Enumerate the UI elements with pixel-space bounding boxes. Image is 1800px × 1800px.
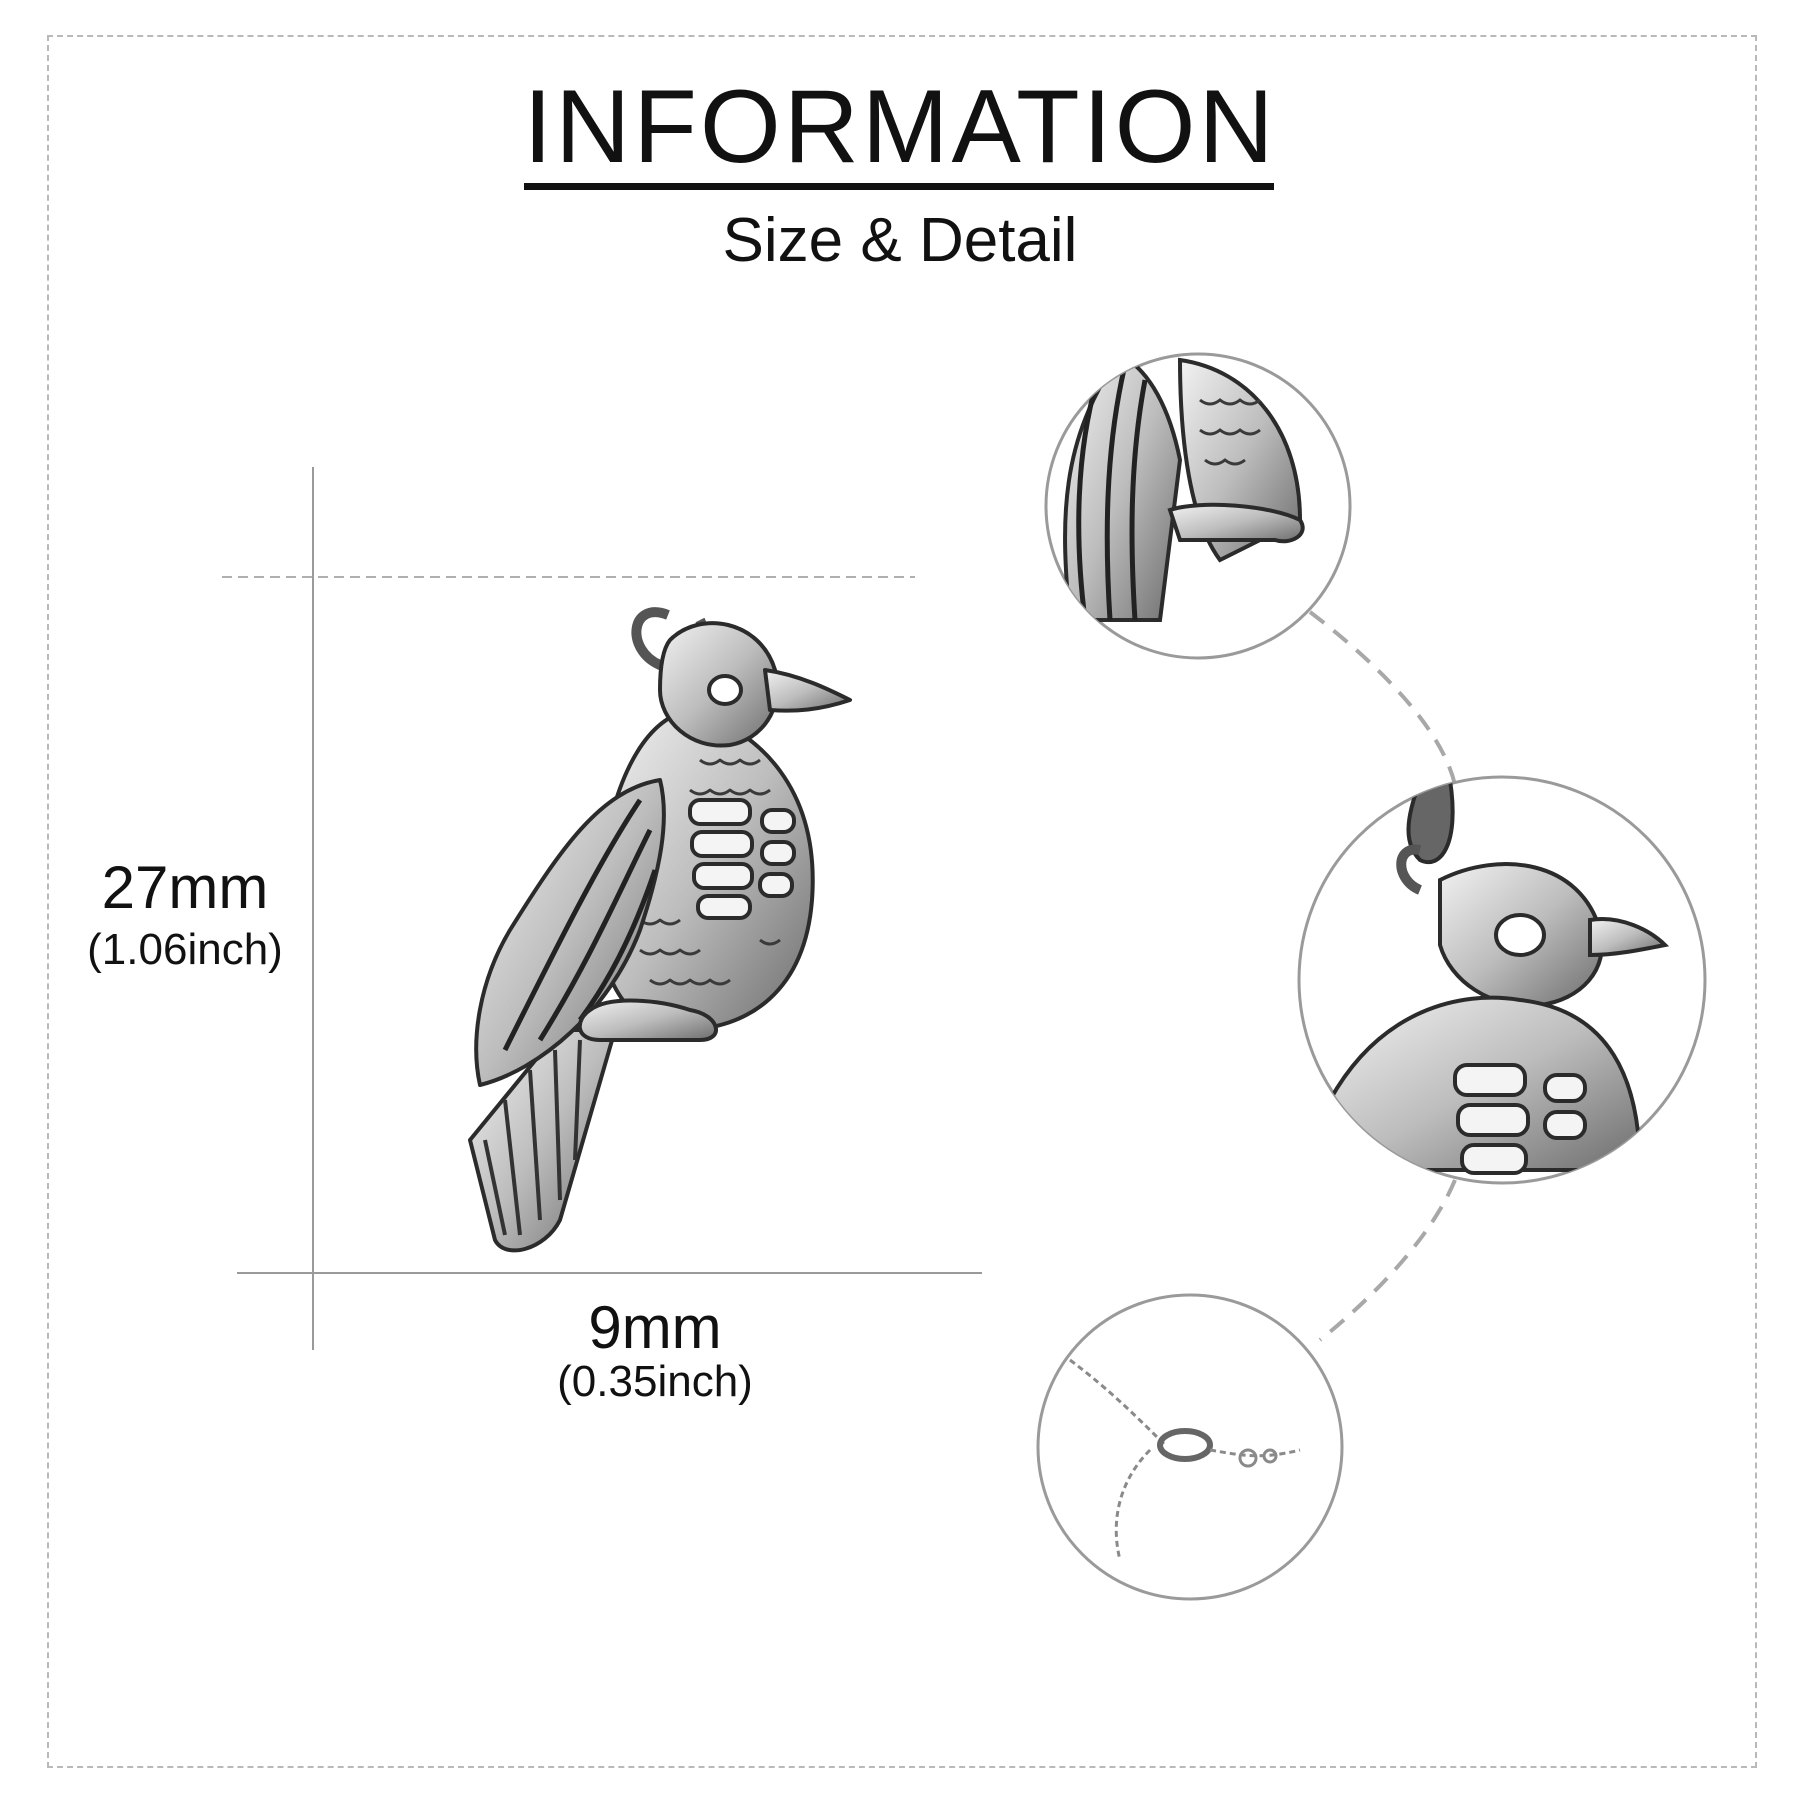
- height-inch-value: (1.06inch): [87, 925, 283, 974]
- detail-circle-wing: [1044, 352, 1352, 660]
- page-subtitle: Size & Detail: [722, 206, 1078, 275]
- width-value: 9mm: [588, 1294, 722, 1361]
- width-inch-value: (0.35inch): [557, 1357, 753, 1406]
- detail-connector-arc: [1308, 610, 1457, 786]
- height-guide-lines: [222, 467, 982, 1350]
- dashed-border-frame: [47, 35, 1757, 1768]
- title-underline: [524, 183, 1274, 190]
- detail-circle-chain: [1036, 1293, 1344, 1601]
- detail-circle-head: [1297, 775, 1707, 1185]
- raven-pendant-image: [468, 607, 852, 1253]
- detail-connector-arc-lower: [1318, 1179, 1457, 1342]
- height-value: 27mm: [101, 854, 269, 921]
- page-title: INFORMATION: [523, 69, 1277, 185]
